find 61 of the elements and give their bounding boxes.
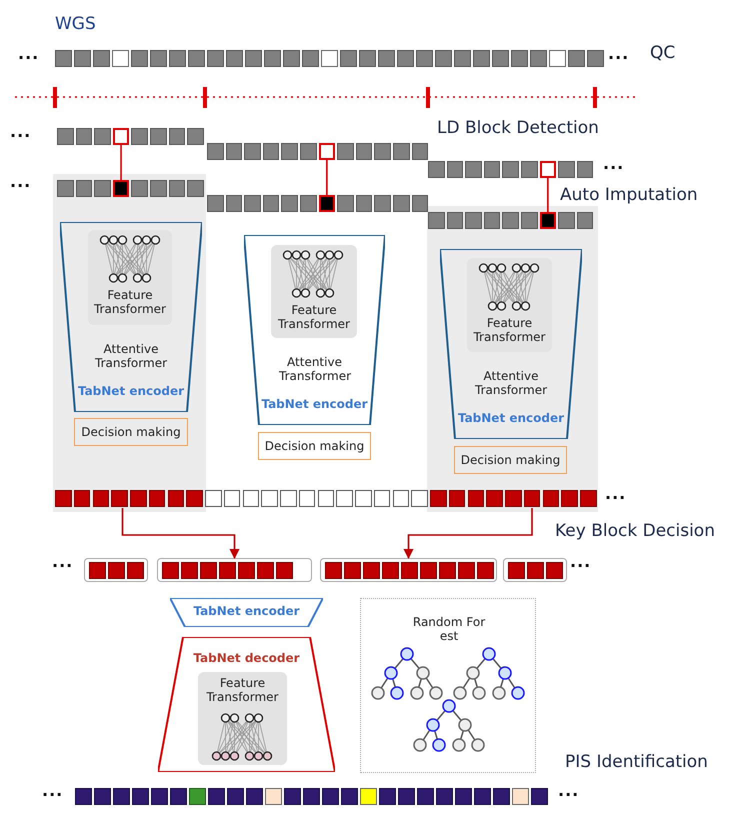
encoder-label: TabNet encoder [192, 604, 301, 618]
block-group [84, 558, 148, 582]
ellipsis: ... [42, 781, 64, 800]
decoder-trapezoid [158, 637, 335, 772]
ellipsis: ... [10, 122, 32, 141]
encoder-label: TabNet encoder [260, 397, 369, 411]
variant-square [318, 143, 336, 160]
stage-label: Decision making [264, 439, 366, 453]
imputed-square [318, 195, 336, 212]
feature-transformer-panel [198, 672, 287, 765]
connector-line [326, 160, 328, 195]
stage-label: Attentive Transformer [94, 342, 168, 370]
stage-label: Feature Transformer [205, 676, 280, 704]
encoder-trapezoid [440, 249, 582, 439]
step-label: Auto Imputation [560, 185, 698, 205]
encoder-trapezoid [244, 235, 385, 425]
variant-square [540, 161, 556, 178]
ellipsis: ... [52, 552, 74, 571]
variant-row [54, 489, 599, 508]
step-label: QC [650, 43, 676, 63]
stage-label: Feature Transformer [92, 288, 167, 316]
imputed-square [540, 212, 556, 228]
ellipsis: ... [608, 44, 630, 63]
arrow [404, 508, 533, 559]
feature-transformer-panel [88, 230, 172, 325]
connector-line [547, 178, 549, 212]
variant-square [112, 128, 130, 144]
encoder-trapezoid [60, 222, 202, 412]
block-group [157, 558, 312, 582]
ellipsis: ... [570, 552, 592, 571]
ellipsis: ... [10, 172, 32, 191]
encoder-trapezoid [170, 598, 323, 627]
decision-making-box [258, 432, 371, 460]
imputed-square [112, 180, 130, 196]
arrow [122, 508, 240, 559]
model-label: Random For est [412, 615, 486, 643]
random-forest-panel [360, 598, 536, 773]
encoder-label: TabNet encoder [456, 411, 566, 425]
step-label: PIS Identification [565, 752, 708, 772]
encoder-label: TabNet encoder [76, 384, 186, 398]
stage-label: Attentive Transformer [278, 355, 352, 383]
stage-label: Feature Transformer [276, 303, 351, 331]
feature-transformer-panel [467, 258, 552, 352]
stage-label: Feature Transformer [472, 316, 546, 344]
decision-making-box [74, 418, 188, 446]
decision-making-box [454, 446, 567, 474]
block-group [503, 558, 567, 582]
stage-label: Decision making [80, 425, 182, 439]
ellipsis: ... [18, 44, 40, 63]
step-label: WGS [55, 14, 96, 34]
step-label: Key Block Decision [555, 521, 715, 541]
stage-label: Attentive Transformer [474, 369, 548, 397]
block-group [320, 558, 497, 582]
stage-label: Decision making [460, 453, 562, 467]
decoder-label: TabNet decoder [192, 651, 301, 665]
step-label: LD Block Detection [437, 118, 599, 138]
ellipsis: ... [603, 154, 624, 173]
ellipsis: ... [558, 781, 580, 800]
connector-line [120, 144, 122, 180]
ellipsis: ... [605, 484, 626, 503]
feature-transformer-panel [271, 245, 357, 338]
